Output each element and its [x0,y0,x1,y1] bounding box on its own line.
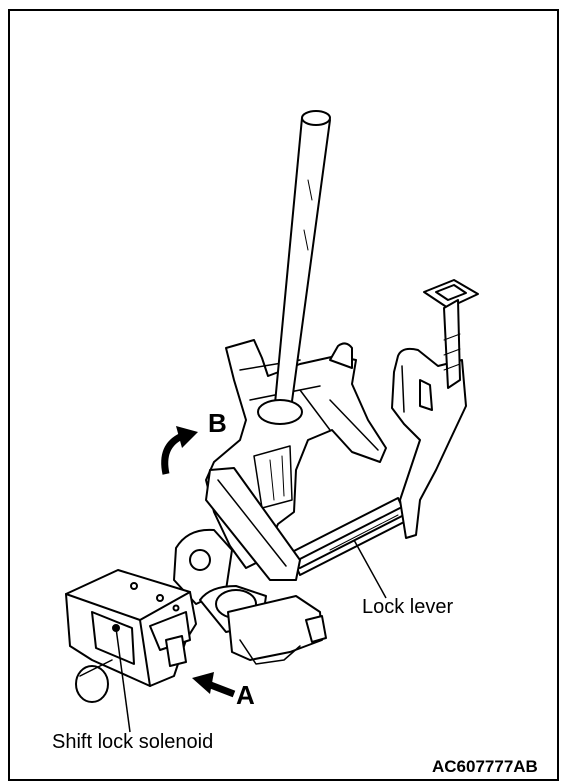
arrow-a [192,672,236,698]
arrow-b [161,426,198,475]
callout-a: A [236,680,255,710]
right-bracket [391,347,467,539]
shift-lever-assembly-drawing [65,110,479,703]
figure-border [8,9,559,781]
callout-b: B [208,408,227,438]
lock-lever-leader [353,539,387,599]
solenoid-leader [115,627,131,733]
lock-lever-label: Lock lever [362,596,454,618]
pivot-pin [305,615,327,643]
figure-id: AC607777AB [432,757,538,776]
shift-lock-solenoid-label: Shift lock solenoid [52,731,214,753]
